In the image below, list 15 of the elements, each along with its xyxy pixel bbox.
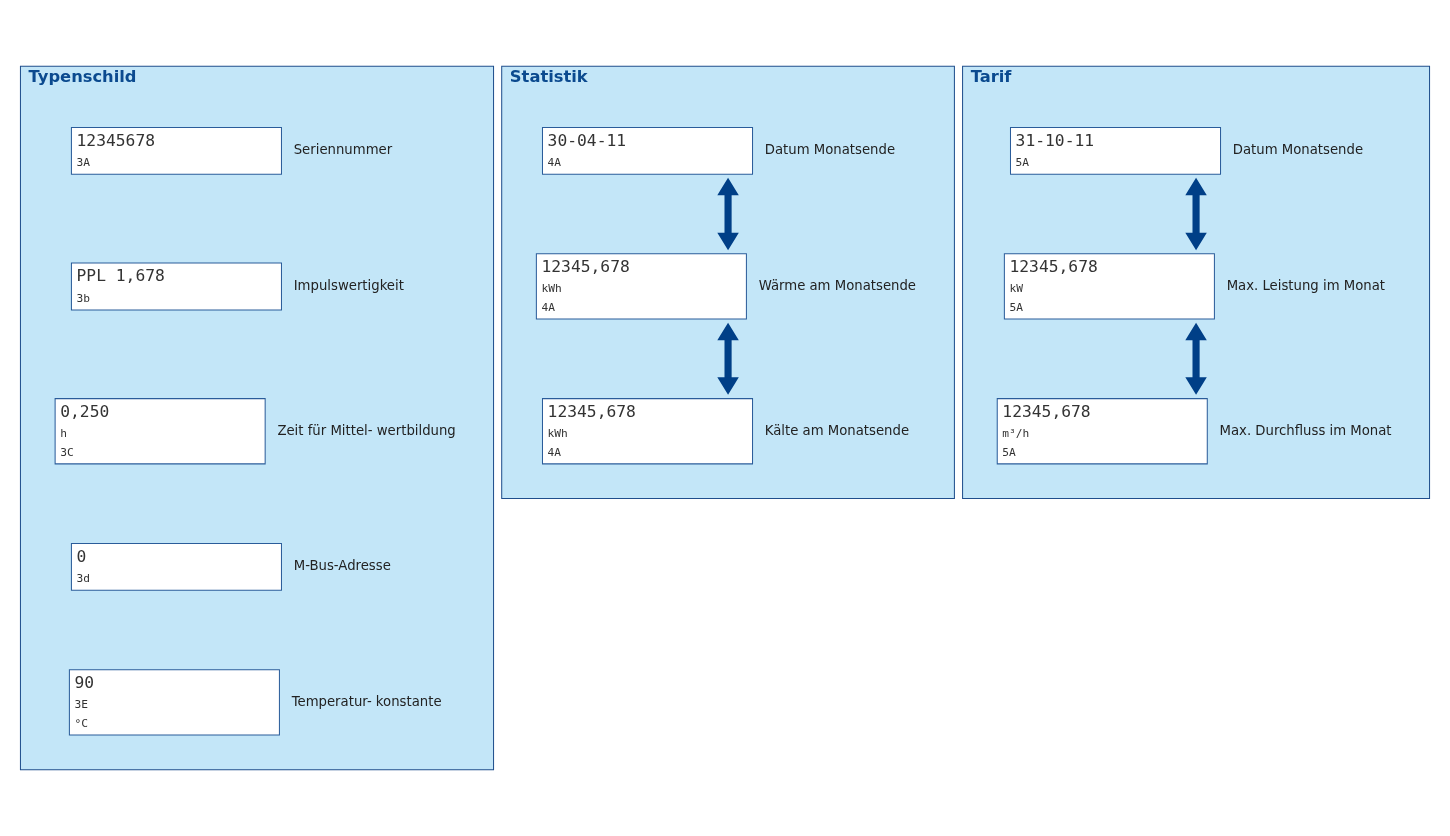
- arrow: [1185, 322, 1207, 395]
- node-label: Zeit für Mittel- wertbildung: [277, 422, 456, 438]
- node-label: Kälte am Monatsende: [764, 422, 910, 438]
- node-label: Datum Monatsende: [764, 142, 896, 158]
- node-label: Max. Durchfluss im Monat: [1219, 422, 1392, 438]
- node-label: Wärme am Monatsende: [758, 277, 917, 293]
- node-label: M-Bus-Adresse: [293, 558, 391, 574]
- arrow: [1185, 177, 1207, 251]
- arrow: [717, 177, 739, 251]
- node-label: Temperatur- konstante: [291, 693, 442, 709]
- node-label: Seriennummer: [293, 142, 393, 158]
- node-label: Impulswertigkeit: [293, 277, 404, 293]
- arrow: [717, 322, 739, 395]
- node-label: Datum Monatsende: [1232, 142, 1364, 158]
- node-label: Max. Leistung im Monat: [1226, 277, 1386, 293]
